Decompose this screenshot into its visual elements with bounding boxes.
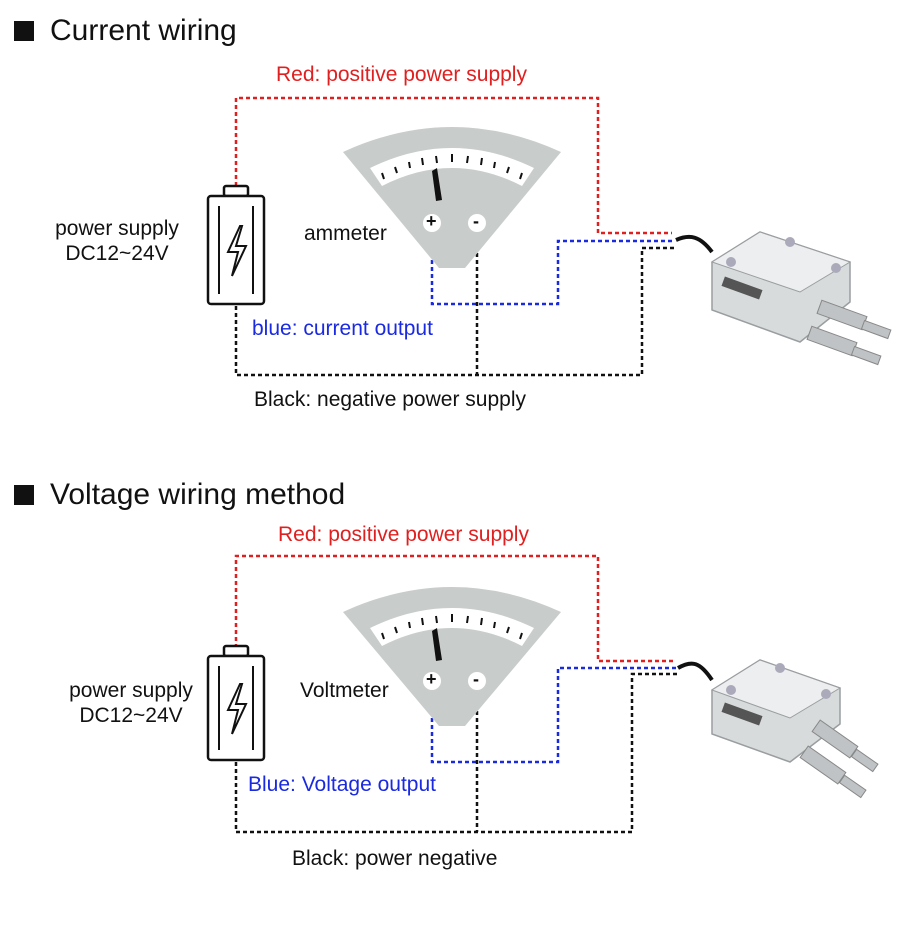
pressure-transmitter-icon xyxy=(675,231,892,366)
power-supply-line2: DC12~24V xyxy=(79,704,183,728)
red-wire xyxy=(234,96,672,235)
red-wire-label: Red: positive power supply xyxy=(276,63,527,86)
meter-minus-terminal: - xyxy=(473,211,479,231)
current-wiring-section: Current wiring xyxy=(0,0,900,460)
red-wire xyxy=(234,554,674,663)
meter-plus-terminal: + xyxy=(426,211,437,231)
voltage-wiring-section: Voltage wiring method xyxy=(0,462,900,922)
pressure-transmitter-icon xyxy=(677,659,879,799)
meter-label: Voltmeter xyxy=(300,679,389,702)
section-title-text: Voltage wiring method xyxy=(50,478,346,511)
wiring-diagram xyxy=(206,554,879,834)
battery-icon xyxy=(206,184,266,306)
black-wire xyxy=(234,672,678,834)
power-supply-line2: DC12~24V xyxy=(65,242,169,266)
black-wire xyxy=(234,246,676,377)
wiring-diagram xyxy=(206,96,892,377)
section-title-text: Current wiring xyxy=(50,14,237,47)
battery-icon xyxy=(206,644,266,762)
blue-wire-label: Blue: Voltage output xyxy=(248,773,436,796)
power-supply-line1: power supply xyxy=(55,217,179,240)
blue-wire xyxy=(430,232,674,306)
power-supply-label: power supply DC12~24V xyxy=(46,216,188,266)
section-title: Voltage wiring method xyxy=(14,478,345,512)
ammeter-icon xyxy=(343,127,561,268)
section-title: Current wiring xyxy=(14,14,237,48)
meter-plus-terminal: + xyxy=(426,669,437,689)
blue-wire xyxy=(430,666,676,764)
voltmeter-icon xyxy=(343,587,561,726)
power-supply-label: power supply DC12~24V xyxy=(60,678,202,728)
blue-wire-label: blue: current output xyxy=(252,317,433,340)
meter-minus-terminal: - xyxy=(473,669,479,689)
square-bullet-icon xyxy=(14,21,34,41)
meter-label: ammeter xyxy=(304,222,387,245)
black-wire-label: Black: negative power supply xyxy=(254,388,526,411)
black-wire-label: Black: power negative xyxy=(292,847,498,870)
power-supply-line1: power supply xyxy=(69,679,193,702)
square-bullet-icon xyxy=(14,485,34,505)
red-wire-label: Red: positive power supply xyxy=(278,523,529,546)
